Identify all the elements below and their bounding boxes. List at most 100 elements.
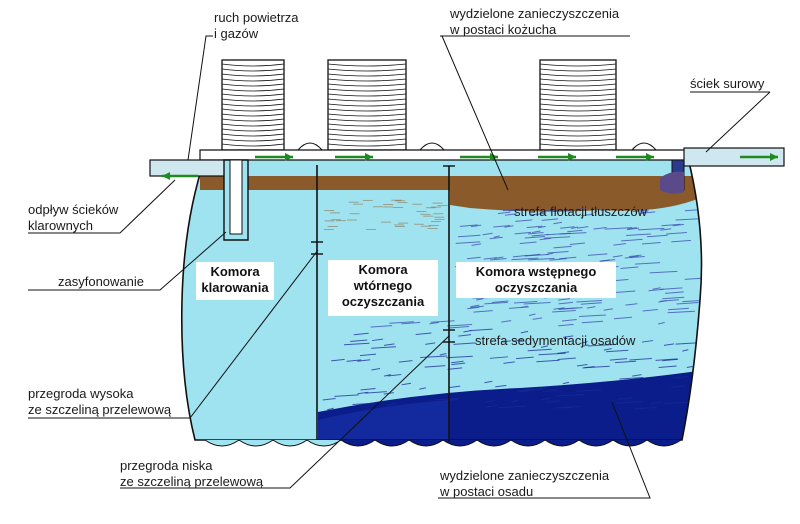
riser-rib [539,128,617,132]
riser-rib [327,108,407,112]
streak [558,323,574,327]
streak [619,377,644,380]
streak [515,219,533,222]
streak [470,304,480,308]
streak [650,401,662,405]
streak [525,253,541,257]
riser-rib [221,88,285,92]
riser-rib [221,133,285,137]
streak [682,349,689,352]
streak [662,358,679,362]
streak [489,257,507,261]
riser-rib [539,118,617,122]
streak [484,301,508,305]
bottom-rib [612,439,648,447]
streak [419,404,427,408]
label-siphon: zasyfonowanie [58,274,144,289]
streak [640,211,648,214]
streak [493,235,500,238]
leader-lines [28,35,771,499]
streak [626,233,651,236]
label-outflow-2: klarownych [28,218,93,233]
tank-bottom-ribs [204,142,682,447]
streak [331,358,345,362]
chamber-secondary-line1: Komora [358,262,408,277]
streak [538,352,566,356]
streak [470,305,484,309]
riser-rib [327,68,407,72]
streak [658,300,667,303]
streak [484,380,493,384]
streak [508,306,529,309]
streak [371,367,381,371]
streak [587,253,608,256]
leader-scum [441,35,509,191]
chamber-box-clarification [196,262,274,300]
streak [343,342,370,346]
streak [491,300,509,304]
streak [512,339,523,342]
flow-arrowhead [770,153,778,161]
riser-rib [539,78,617,82]
streak [560,226,575,229]
streak [466,256,481,260]
label-sludge-2: w postaci osadu [439,484,533,499]
riser-rib [539,68,617,72]
leader-sludge [438,401,651,499]
streak [626,227,640,231]
riser-rib [221,113,285,117]
riser-rib [327,83,407,87]
riser-rib [327,88,407,92]
riser-rib [221,108,285,112]
streak [553,307,565,310]
bottom-rib [646,439,682,447]
streak [542,389,558,393]
label-sludge-1: wydzielone zanieczyszczenia [439,468,610,483]
streak [632,209,649,213]
streak [662,296,685,300]
riser-rib [539,73,617,77]
bottom-rib [442,439,478,447]
streak [629,358,652,361]
streak [564,406,574,409]
label-air-gas-1: ruch powietrza [214,10,299,25]
streak [612,255,623,258]
streak [617,397,633,400]
streak [322,397,336,401]
streak [504,225,514,228]
riser-rib [327,93,407,97]
streak [353,332,369,336]
streak [497,405,526,409]
streak [547,251,569,254]
streak [334,394,359,397]
streak [613,243,626,246]
streak [537,225,546,229]
bottom-rib [544,439,580,447]
streak [582,344,589,347]
streak [541,218,559,221]
riser-rib [221,128,285,132]
streak [663,401,689,405]
bottom-rib [340,439,376,447]
streak [581,213,594,217]
streak [430,320,455,323]
riser-rib [327,73,407,77]
streak [520,305,528,309]
streak [536,359,560,363]
streak [632,374,642,377]
streak [501,320,512,323]
streak [576,300,603,303]
label-outflow-1: odpływ ścieków [28,202,119,217]
riser-rib [221,143,285,147]
riser-rib [327,128,407,132]
streak [642,242,661,245]
streak [515,356,534,360]
streak [615,401,643,404]
streak [646,234,668,238]
streak [540,345,549,348]
streak [473,310,493,313]
streak [600,208,609,212]
streak [557,351,570,354]
streak [652,287,661,290]
